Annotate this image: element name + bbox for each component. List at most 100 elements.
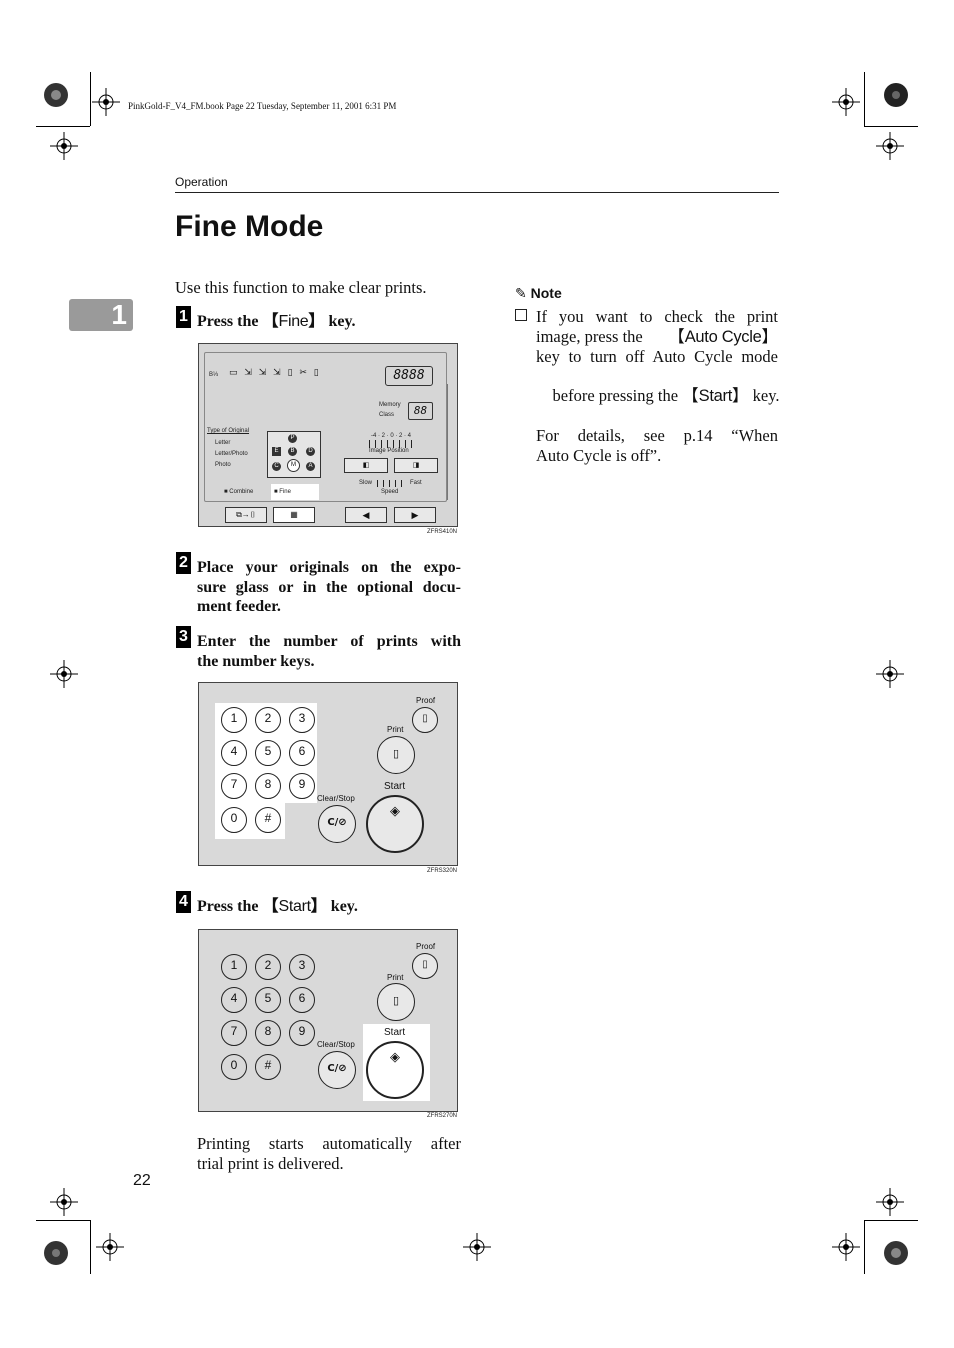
key-7[interactable]: 7 [221, 773, 247, 799]
step-text-post: key. [324, 313, 356, 330]
step-4-text: Press the 【Start】 key. [197, 898, 358, 915]
position-right-button[interactable]: ◨ [394, 458, 438, 473]
start-key: Start [698, 387, 733, 405]
start-label: Start [384, 781, 406, 792]
pencil-icon: ✎ [515, 286, 527, 302]
memory-label: Memory [379, 402, 401, 408]
crosshair-icon [876, 132, 904, 160]
slow-label: Slow [359, 480, 373, 486]
clear-stop-button[interactable]: C/⊘ [318, 805, 356, 843]
key-1[interactable]: 1 [221, 954, 247, 980]
key-hash[interactable]: # [255, 807, 281, 833]
function-icons: ▭ ⇲ ⇲ ⇲ ▯ ✂ ▯ [229, 368, 321, 378]
key-3[interactable]: 3 [289, 954, 315, 980]
clear-stop-button[interactable]: C/⊘ [318, 1051, 356, 1089]
type-photo: Photo [215, 462, 231, 468]
key-9[interactable]: 9 [289, 773, 315, 799]
registration-target-icon [884, 1241, 908, 1265]
start-diamond-icon: ◈ [390, 803, 400, 818]
key-0[interactable]: 0 [221, 807, 247, 833]
crosshair-icon [876, 660, 904, 688]
running-header: Operation [175, 175, 228, 189]
combine-button[interactable]: ⧉→▯ [225, 507, 267, 523]
auto-cycle-key: Auto Cycle [684, 327, 762, 346]
key-0[interactable]: 0 [221, 1054, 247, 1080]
start-button[interactable]: ◈ [366, 1041, 424, 1099]
key-2[interactable]: 2 [255, 954, 281, 980]
crosshair-icon [50, 660, 78, 688]
position-left-button[interactable]: ◧ [344, 458, 388, 473]
combine-label: ■ Combine [224, 489, 254, 495]
key-7[interactable]: 7 [221, 1020, 247, 1046]
image-position-label: Image Position [369, 448, 409, 454]
class-label: Class [379, 412, 395, 418]
fine-button[interactable]: ▦ [273, 507, 315, 523]
step-text-post: key. [326, 898, 358, 915]
step-text-pre: Press the [197, 898, 263, 915]
start-diamond-icon: ◈ [390, 1049, 400, 1064]
key-hash[interactable]: # [255, 1054, 281, 1080]
registration-target-icon [884, 83, 908, 107]
start-label: Start [384, 1027, 406, 1038]
crosshair-icon [463, 1233, 491, 1261]
mode-b: B [288, 447, 297, 456]
speed-up-button[interactable]: ▶ [394, 507, 436, 523]
start-key: Start [278, 898, 311, 915]
mode-m: M [287, 459, 300, 472]
speed-down-button[interactable]: ◀ [345, 507, 387, 523]
intro-text: Use this function to make clear prints. [175, 278, 427, 297]
key-8[interactable]: 8 [255, 773, 281, 799]
clear-stop-label: Clear/Stop [317, 794, 355, 803]
proof-button[interactable]: ▯ [412, 953, 438, 979]
key-5[interactable]: 5 [255, 740, 281, 766]
after-step-4-text: Printing starts automatically after tria… [197, 1134, 461, 1173]
step-number: 4 [176, 891, 191, 913]
key-6[interactable]: 6 [289, 740, 315, 766]
key-4[interactable]: 4 [221, 740, 247, 766]
key-6[interactable]: 6 [289, 987, 315, 1013]
chapter-number: 1 [111, 299, 127, 330]
key-8[interactable]: 8 [255, 1020, 281, 1046]
note-body: If you want to check the print image, pr… [536, 307, 780, 465]
proof-label: Proof [416, 942, 436, 951]
print-label: Print [387, 973, 404, 982]
chapter-tab: 1 [69, 299, 133, 331]
crosshair-icon [50, 132, 78, 160]
page-number: 22 [133, 1172, 151, 1189]
type-letter: Letter [215, 440, 231, 446]
class-display: 88 [408, 402, 433, 420]
step-text-pre: Press the [197, 313, 263, 330]
number-keys-figure: 1 2 3 4 5 6 7 8 9 0 # Proof ▯ Print ▯ St… [198, 682, 458, 866]
crosshair-icon [96, 1233, 124, 1261]
crosshair-icon [832, 88, 860, 116]
ratio-label: B⅓ [209, 372, 219, 378]
mode-a: A [306, 462, 315, 471]
control-panel-figure: B⅓ ▭ ⇲ ⇲ ⇲ ▯ ✂ ▯ 8888 Memory Class 88 Ty… [198, 343, 458, 527]
file-info: PinkGold-F_V4_FM.book Page 22 Tuesday, S… [128, 101, 397, 111]
fine-highlight [271, 484, 319, 500]
print-button[interactable]: ▯ [377, 736, 415, 774]
crosshair-icon [50, 1188, 78, 1216]
step-2-text: Place your originals on the expo- sure g… [197, 559, 461, 615]
key-3[interactable]: 3 [289, 707, 315, 733]
mode-p: P [288, 434, 297, 443]
step-3-text: Enter the number of prints with the numb… [197, 633, 461, 670]
mode-selector: P E B D C M A [267, 431, 321, 478]
print-button[interactable]: ▯ [377, 983, 415, 1021]
key-2[interactable]: 2 [255, 707, 281, 733]
figure-id: ZFRS270N [427, 1113, 458, 1119]
counter-display: 8888 [385, 366, 433, 386]
key-4[interactable]: 4 [221, 987, 247, 1013]
start-button[interactable]: ◈ [366, 795, 424, 853]
step-number: 1 [176, 306, 191, 328]
figure-id: ZFRS410N [427, 529, 458, 535]
key-5[interactable]: 5 [255, 987, 281, 1013]
fine-key: Fine [278, 313, 309, 330]
proof-button[interactable]: ▯ [412, 707, 438, 733]
registration-target-icon [44, 1241, 68, 1265]
crosshair-icon [832, 1233, 860, 1261]
fine-label: ■ Fine [274, 489, 291, 495]
key-1[interactable]: 1 [221, 707, 247, 733]
key-9[interactable]: 9 [289, 1020, 315, 1046]
mode-e: E [272, 447, 281, 456]
